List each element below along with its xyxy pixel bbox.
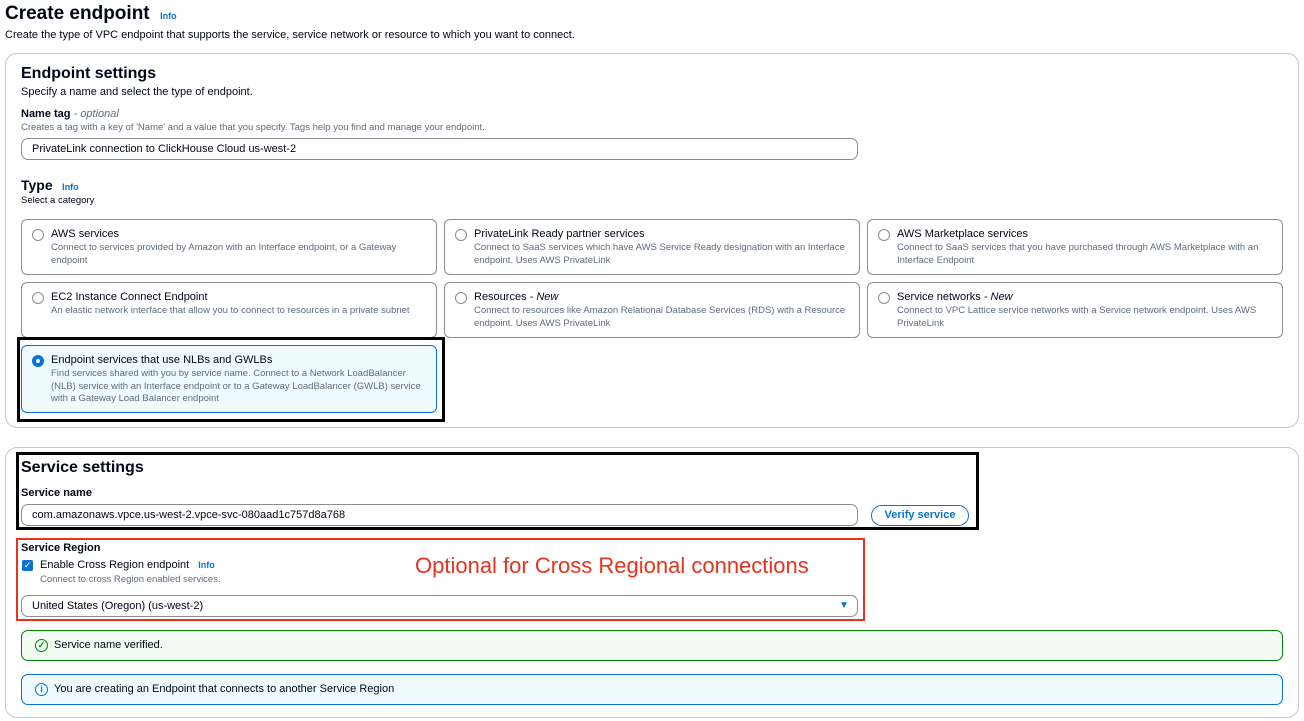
optional-text: - optional (74, 108, 119, 120)
radio-button[interactable] (32, 292, 44, 304)
type-option-card[interactable]: AWS services Connect to services provide… (21, 219, 437, 275)
highlight-box (17, 337, 445, 422)
option-title: PrivateLink Ready partner services (474, 228, 849, 240)
option-description: Connect to resources like Amazon Relatio… (474, 305, 849, 330)
page-header: Create endpoint Info (5, 3, 177, 25)
check-circle-icon: ✓ (35, 639, 48, 652)
page-title: Create endpoint (5, 3, 150, 24)
info-circle-icon: i (35, 683, 48, 696)
info-link[interactable]: Info (160, 11, 177, 21)
option-description: Connect to SaaS services which have AWS … (474, 242, 849, 267)
section-title: Endpoint settings (21, 65, 156, 83)
service-name-input[interactable]: com.amazonaws.vpce.us-west-2.vpce-svc-08… (21, 504, 858, 526)
option-title-text: AWS Marketplace services (897, 228, 1028, 240)
section-title: Service settings (21, 459, 144, 477)
option-title-text: Resources (474, 291, 527, 303)
type-help: Select a category (21, 195, 94, 206)
type-option-card[interactable]: PrivateLink Ready partner services Conne… (444, 219, 860, 275)
option-title-text: PrivateLink Ready partner services (474, 228, 645, 240)
cross-region-checkbox[interactable]: ✓ (22, 560, 33, 571)
name-tag-input[interactable]: PrivateLink connection to ClickHouse Clo… (21, 138, 858, 160)
service-region-label: Service Region (21, 542, 100, 554)
name-tag-label: Name tag - optional (21, 108, 119, 120)
radio-button[interactable] (32, 229, 44, 241)
info-link[interactable]: Info (62, 182, 79, 192)
option-title-text: AWS services (51, 228, 119, 240)
info-link[interactable]: Info (198, 560, 215, 570)
option-title: EC2 Instance Connect Endpoint (51, 291, 426, 303)
info-alert: i You are creating an Endpoint that conn… (21, 674, 1283, 705)
new-badge: - New (530, 291, 559, 303)
radio-button[interactable] (878, 292, 890, 304)
name-tag-help: Creates a tag with a key of 'Name' and a… (21, 122, 485, 133)
alert-text: Service name verified. (54, 639, 163, 651)
alert-text: You are creating an Endpoint that connec… (54, 683, 394, 695)
success-alert: ✓ Service name verified. (21, 630, 1283, 661)
cross-region-row: Enable Cross Region endpoint Info (40, 559, 215, 571)
service-name-label: Service name (21, 487, 92, 499)
page-subtitle: Create the type of VPC endpoint that sup… (5, 29, 575, 41)
option-description: An elastic network interface that allow … (51, 305, 426, 318)
type-option-card[interactable]: Service networks - NewConnect to VPC Lat… (867, 282, 1283, 338)
type-heading: Type Info (21, 177, 79, 195)
region-select[interactable]: United States (Oregon) (us-west-2) ▼ (21, 595, 858, 617)
option-title-text: Service networks (897, 291, 981, 303)
caret-down-icon: ▼ (839, 600, 849, 611)
option-title: AWS Marketplace services (897, 228, 1272, 240)
new-badge: - New (984, 291, 1013, 303)
radio-button[interactable] (455, 292, 467, 304)
radio-button[interactable] (878, 229, 890, 241)
section-subtitle: Specify a name and select the type of en… (21, 86, 253, 98)
label-text: Name tag (21, 108, 71, 120)
option-title-text: EC2 Instance Connect Endpoint (51, 291, 208, 303)
region-value: United States (Oregon) (us-west-2) (32, 600, 203, 612)
option-title: Service networks - New (897, 291, 1272, 303)
cross-region-label: Enable Cross Region endpoint (40, 559, 189, 571)
type-label: Type (21, 177, 53, 193)
option-description: Connect to SaaS services that you have p… (897, 242, 1272, 267)
option-title: Resources - New (474, 291, 849, 303)
radio-button[interactable] (455, 229, 467, 241)
option-description: Connect to VPC Lattice service networks … (897, 305, 1272, 330)
cross-region-help: Connect to cross Region enabled services… (40, 574, 221, 585)
type-option-card[interactable]: EC2 Instance Connect Endpoint An elastic… (21, 282, 437, 338)
option-description: Connect to services provided by Amazon w… (51, 242, 426, 267)
annotation-text: Optional for Cross Regional connections (415, 553, 809, 579)
type-option-card[interactable]: Resources - NewConnect to resources like… (444, 282, 860, 338)
verify-service-button[interactable]: Verify service (871, 505, 969, 526)
type-option-card[interactable]: AWS Marketplace services Connect to SaaS… (867, 219, 1283, 275)
option-title: AWS services (51, 228, 426, 240)
